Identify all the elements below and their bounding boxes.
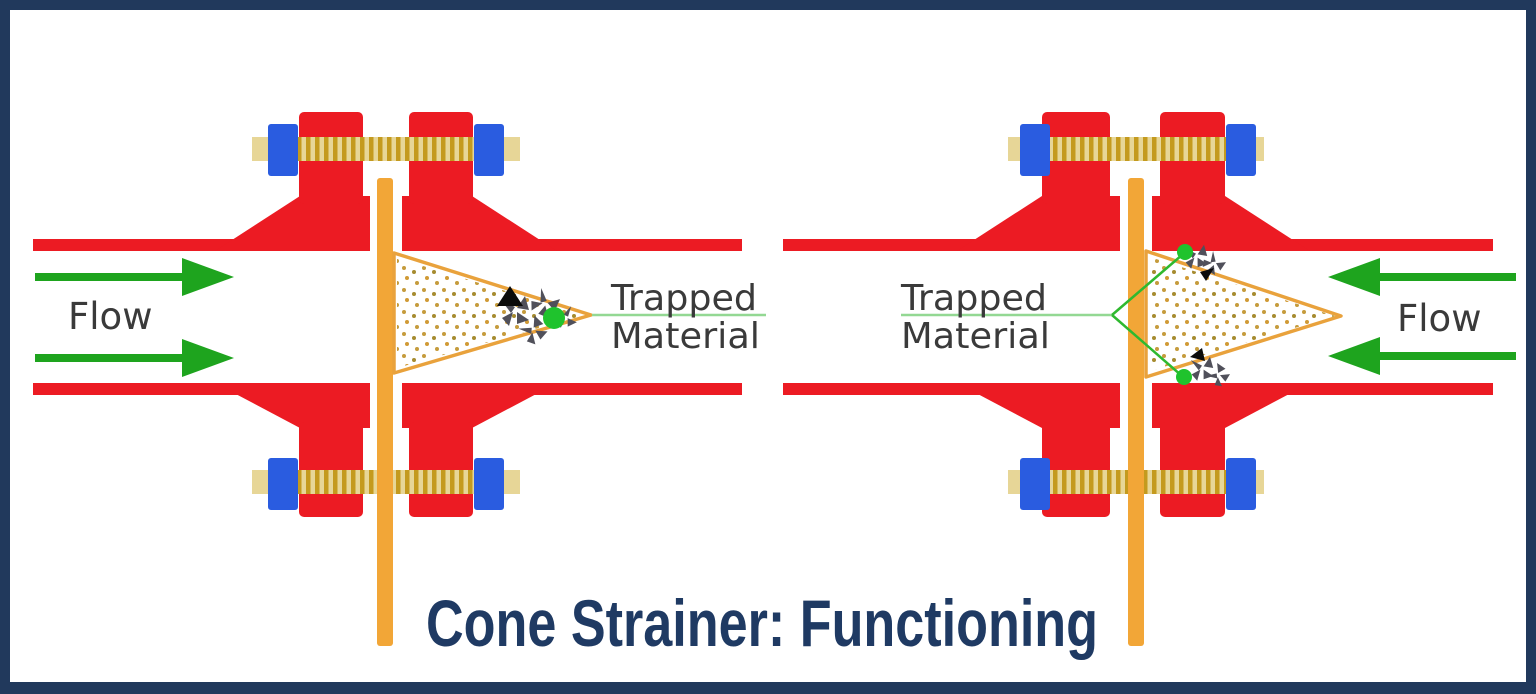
flange-plate [299, 422, 363, 517]
trapped-label-line1: Trapped [610, 278, 757, 319]
flow-arrows-left [35, 258, 234, 377]
flange-plate [409, 422, 473, 517]
strainer-rod-right [1128, 178, 1144, 646]
cone-mesh-dots [1150, 257, 1335, 371]
debris-cluster-right-bottom [1176, 348, 1233, 390]
right-diagram: Flow Trapped Material [783, 104, 1516, 646]
cone-mesh-dots [397, 258, 585, 368]
debris-cluster-right-top [1177, 244, 1228, 281]
trapped-material-marker [1176, 369, 1192, 385]
bolt-nut [1020, 124, 1050, 176]
bolt-nut [474, 124, 504, 176]
bolt-nut [1020, 458, 1050, 510]
flow-arrow-left-icon [1328, 337, 1516, 375]
debris-triangle-icon [1190, 348, 1205, 361]
flow-arrow-left-icon [1328, 258, 1516, 296]
debris-triangle-icon [497, 286, 523, 306]
bolt-top-right [1008, 124, 1264, 176]
bolt-nut [474, 458, 504, 510]
pointer-fork-upper [1111, 254, 1183, 316]
trapped-label-line2: Material [611, 316, 760, 357]
trapped-material-label-right: Trapped Material [900, 278, 1050, 357]
bolt-threads [268, 137, 504, 161]
flange-plate [1042, 422, 1110, 517]
bolt-nut [268, 124, 298, 176]
bolt-nut [1226, 124, 1256, 176]
pointer-lines-right [901, 254, 1183, 377]
bolt-nut [1226, 458, 1256, 510]
strainer-rod-left [377, 178, 393, 646]
trapped-material-marker [543, 307, 565, 329]
bolt-threads [1020, 137, 1252, 161]
page-title: Cone Strainer: Functioning [426, 586, 1098, 660]
flow-label-right: Flow [1397, 297, 1481, 340]
trapped-material-label-left: Trapped Material [610, 278, 760, 357]
trapped-material-marker [1177, 244, 1193, 260]
frame-border-bottom-band [0, 682, 1536, 694]
flow-arrow-right-icon [35, 339, 234, 377]
left-diagram: Flow Trapped Material [33, 104, 766, 646]
flow-arrow-right-icon [35, 258, 234, 296]
debris-cluster-left [497, 285, 578, 348]
bolt-top-left [252, 124, 520, 176]
trapped-label-line2: Material [901, 316, 1050, 357]
debris-triangle-icon [1200, 268, 1214, 281]
flow-arrows-right [1328, 258, 1516, 375]
bolt-nut [268, 458, 298, 510]
trapped-label-line1: Trapped [900, 278, 1047, 319]
flow-label-left: Flow [68, 295, 152, 338]
cone-strainer-right [1144, 249, 1343, 379]
cone-strainer-left [392, 251, 593, 375]
pointer-fork-lower [1111, 314, 1183, 377]
flange-plate [1160, 422, 1225, 517]
